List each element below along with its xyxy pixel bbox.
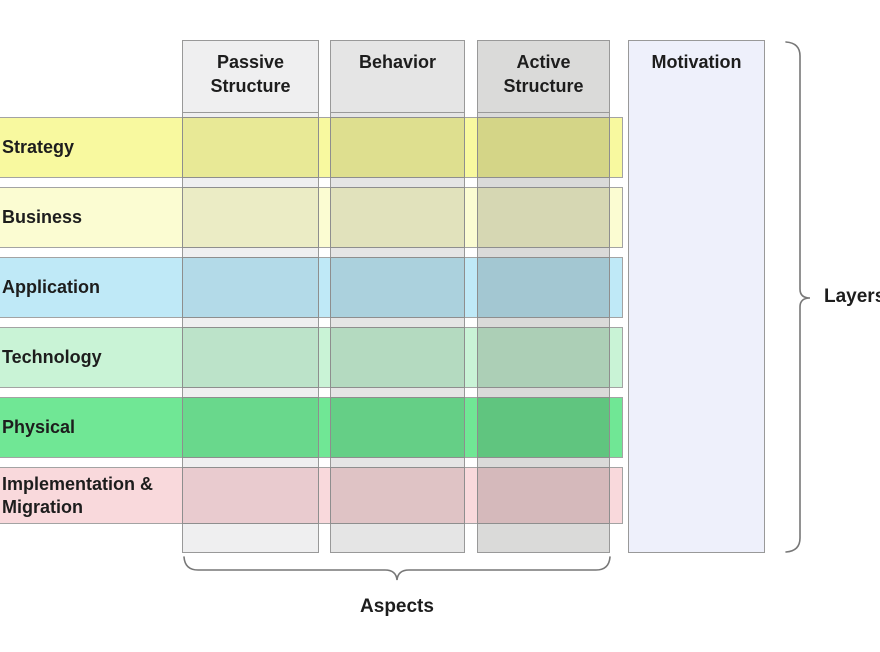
row-label-business: Business — [2, 207, 83, 228]
grid-cell-technology-active-structure — [477, 327, 610, 388]
row-label-strategy: Strategy — [2, 137, 75, 158]
grid-cell-implementation-migration-behavior — [330, 467, 465, 524]
layers-label: Layers — [824, 286, 880, 307]
grid-cell-application-active-structure — [477, 257, 610, 318]
row-label-implementation-migration: Implementation & Migration — [2, 474, 154, 517]
grid-cell-strategy-active-structure — [477, 117, 610, 178]
row-label-technology: Technology — [2, 347, 102, 368]
grid-cell-physical-passive-structure — [182, 397, 319, 458]
column-header-passive-structure: Passive Structure — [183, 41, 318, 113]
grid-cell-implementation-migration-active-structure — [477, 467, 610, 524]
grid-cell-strategy-passive-structure — [182, 117, 319, 178]
grid-cell-application-behavior — [330, 257, 465, 318]
column-header-motivation: Motivation — [651, 52, 742, 72]
grid-cell-technology-behavior — [330, 327, 465, 388]
grid-cell-strategy-behavior — [330, 117, 465, 178]
grid-cell-physical-behavior — [330, 397, 465, 458]
row-implementation-migration: Implementation & Migration — [0, 467, 623, 524]
grid-cell-business-behavior — [330, 187, 465, 248]
row-label-physical: Physical — [2, 417, 76, 438]
grid-cell-business-passive-structure — [182, 187, 319, 248]
grid-cell-implementation-migration-passive-structure — [182, 467, 319, 524]
row-physical: Physical — [0, 397, 623, 458]
row-label-application: Application — [2, 277, 100, 298]
aspects-label: Aspects — [360, 596, 434, 617]
row-strategy: Strategy — [0, 117, 623, 178]
grid-cell-physical-active-structure — [477, 397, 610, 458]
grid-cell-application-passive-structure — [182, 257, 319, 318]
grid-cell-business-active-structure — [477, 187, 610, 248]
column-header-active-structure: Active Structure — [478, 41, 609, 113]
column-header-behavior: Behavior — [331, 41, 464, 113]
column-motivation: Motivation — [628, 40, 765, 553]
grid-cell-technology-passive-structure — [182, 327, 319, 388]
row-technology: Technology — [0, 327, 623, 388]
row-application: Application — [0, 257, 623, 318]
